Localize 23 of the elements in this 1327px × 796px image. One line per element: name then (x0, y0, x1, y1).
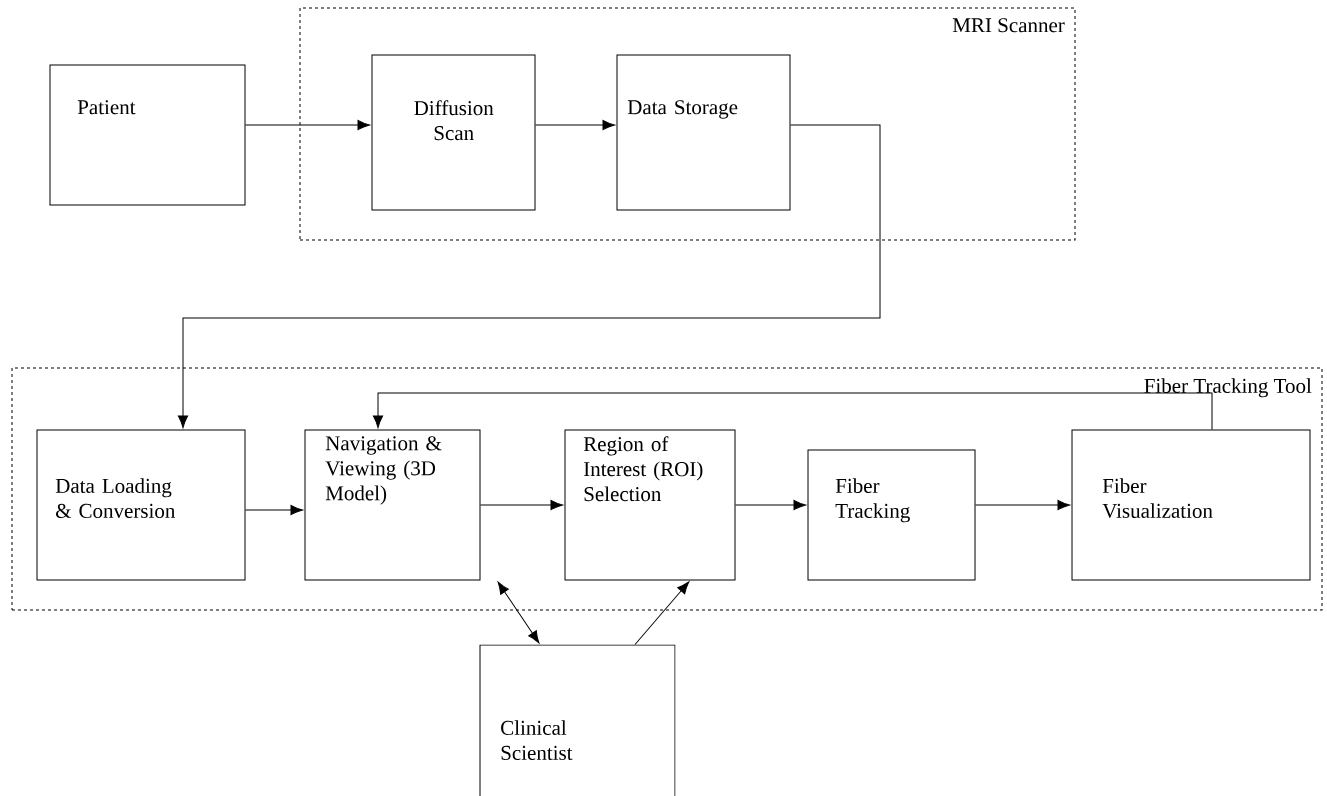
process-box: Diffusion Scan (371, 54, 536, 211)
process-box: Fiber Tracking (807, 449, 976, 581)
process-box: Clinical Scientist (479, 644, 676, 796)
arrow (634, 581, 690, 645)
process-box: Data Loading & Conversion (36, 429, 246, 581)
arrow (535, 119, 616, 131)
process-box: Data Storage (616, 54, 791, 211)
group-title: MRI Scanner (952, 18, 1065, 33)
arrow (497, 581, 540, 644)
arrow (245, 119, 371, 131)
arrow (480, 499, 564, 511)
group-title: Fiber Tracking Tool (1144, 378, 1312, 398)
arrow (372, 392, 1213, 430)
arrow (735, 499, 807, 511)
arrow (177, 124, 881, 429)
process-box: Fiber Visualization (1071, 429, 1311, 581)
process-box: Region of Interest (ROI) Selection (564, 429, 736, 581)
arrow (245, 504, 304, 516)
process-box: Navigation & Viewing (3D Model) (304, 429, 481, 581)
group-frame (11, 367, 1323, 611)
arrow (975, 499, 1071, 511)
group-frame (299, 7, 1076, 241)
process-box: Patient (49, 64, 246, 206)
